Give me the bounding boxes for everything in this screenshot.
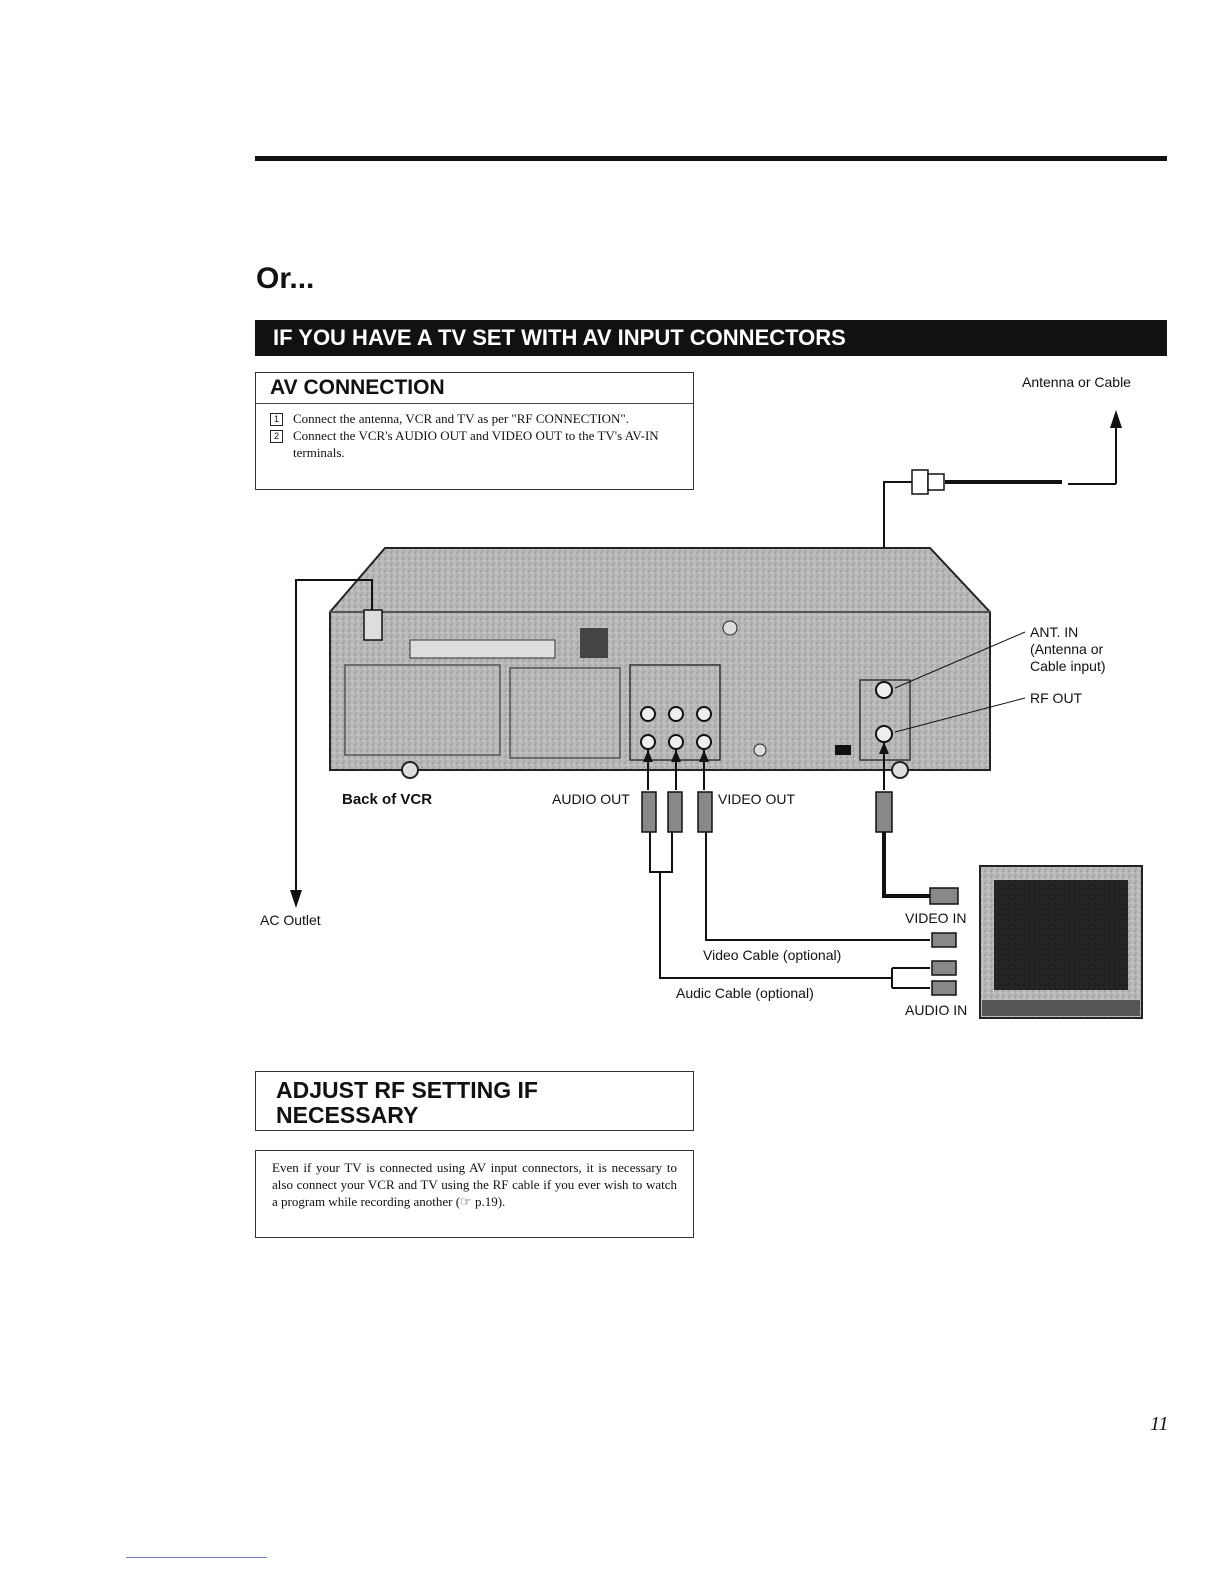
arrow-up-icon	[1110, 410, 1122, 428]
adjust-rf-box: ADJUST RF SETTING IF NECESSARY	[255, 1071, 694, 1131]
antenna-label: Antenna or Cable	[1022, 374, 1131, 390]
section-banner: IF YOU HAVE A TV SET WITH AV INPUT CONNE…	[255, 320, 1167, 356]
step-item: 2 Connect the VCR's AUDIO OUT and VIDEO …	[270, 427, 683, 461]
step-text: Connect the VCR's AUDIO OUT and VIDEO OU…	[293, 428, 659, 460]
av-connection-title: AV CONNECTION	[256, 373, 693, 404]
audio-out-label: AUDIO OUT	[552, 791, 630, 807]
vcr-back-panel	[329, 547, 991, 779]
step-item: 1 Connect the antenna, VCR and TV as per…	[270, 410, 683, 427]
adjust-rf-title-line: NECESSARY	[276, 1102, 419, 1128]
top-rule	[255, 156, 1167, 161]
av-connection-steps: 1 Connect the antenna, VCR and TV as per…	[256, 404, 693, 461]
rf-out-label: RF OUT	[1030, 690, 1083, 706]
video-cable-label: Video Cable (optional)	[703, 947, 842, 963]
audio-cable-label: Audic Cable (optional)	[676, 985, 814, 1001]
arrow-down-icon	[290, 890, 302, 908]
ant-in-label: ANT. IN	[1030, 624, 1079, 640]
ac-outlet-label: AC Outlet	[260, 912, 321, 928]
ant-in-sublabel: (Antenna or	[1030, 641, 1104, 657]
callout-lines	[894, 631, 1026, 733]
adjust-rf-title: ADJUST RF SETTING IF NECESSARY	[256, 1072, 693, 1128]
av-out-cables	[647, 742, 930, 989]
audio-in-label: AUDIO IN	[905, 1002, 968, 1018]
arrow-up-icon	[643, 742, 889, 762]
vcr-av-jacks	[640, 681, 893, 750]
antenna-cable-line	[945, 428, 1117, 485]
av-connection-box: AV CONNECTION 1 Connect the antenna, VCR…	[255, 372, 694, 490]
adjust-rf-note: Even if your TV is connected using AV in…	[255, 1150, 694, 1238]
bottom-underline	[126, 1557, 267, 1558]
video-out-label: VIDEO OUT	[718, 791, 796, 807]
antenna-plug-icon	[911, 469, 945, 495]
step-text: Connect the antenna, VCR and TV as per "…	[293, 411, 629, 426]
section-heading: Or...	[256, 262, 315, 295]
step-number-icon: 2	[270, 430, 283, 443]
rca-plug-icon	[641, 791, 959, 996]
step-number-icon: 1	[270, 413, 283, 426]
tv-set	[979, 865, 1143, 1019]
adjust-rf-title-line: ADJUST RF SETTING IF	[276, 1077, 538, 1103]
page-number: 11	[1150, 1413, 1169, 1435]
back-of-vcr-label: Back of VCR	[342, 791, 433, 808]
video-in-label: VIDEO IN	[905, 910, 967, 926]
ant-in-sublabel: Cable input)	[1030, 658, 1106, 674]
power-plug-icon	[363, 609, 383, 641]
